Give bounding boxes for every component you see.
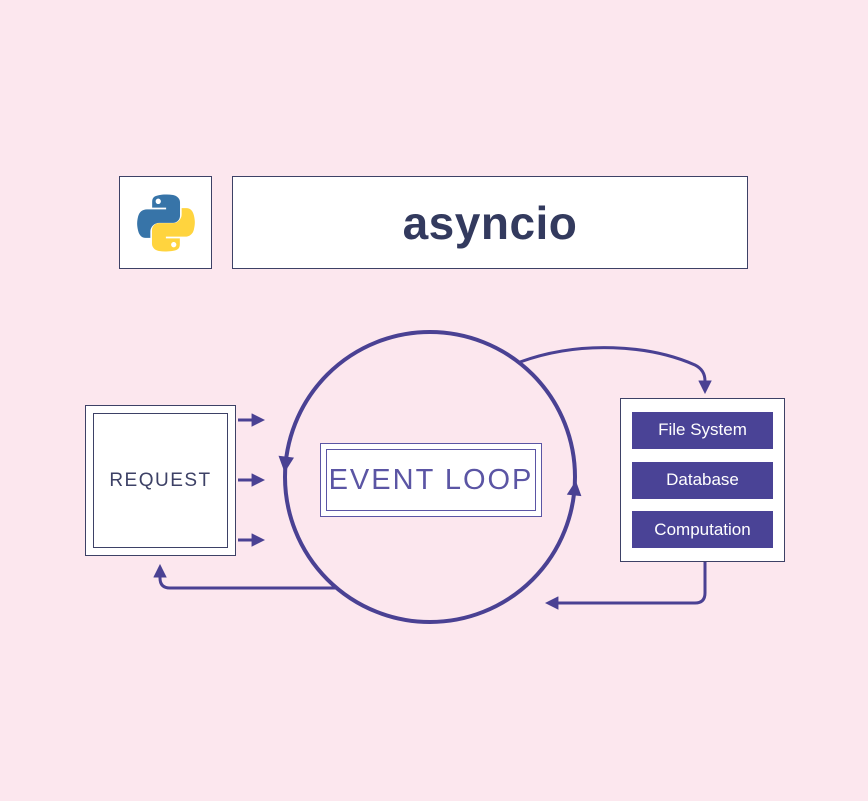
service-item-computation: Computation bbox=[632, 511, 773, 549]
service-item-file-system: File System bbox=[632, 411, 773, 449]
request-box: REQUEST bbox=[85, 405, 236, 556]
python-logo-box bbox=[119, 176, 212, 269]
page-title: asyncio bbox=[402, 196, 578, 249]
request-label: REQUEST bbox=[93, 413, 228, 548]
loop-direction-right-arrowhead-icon bbox=[566, 480, 582, 497]
event-loop-label: EVENT LOOP bbox=[326, 449, 536, 511]
loop-direction-left-arrowhead-icon bbox=[278, 455, 294, 473]
arrow-loop-to-request bbox=[153, 563, 337, 590]
event-loop-box: EVENT LOOP bbox=[320, 443, 542, 517]
python-logo-icon bbox=[136, 193, 195, 252]
service-item-database: Database bbox=[632, 461, 773, 499]
title-box: asyncio bbox=[232, 176, 748, 269]
services-panel: File System Database Computation bbox=[620, 398, 785, 562]
arrow-services-to-loop bbox=[544, 562, 707, 610]
arrow-loop-to-services bbox=[519, 346, 712, 395]
